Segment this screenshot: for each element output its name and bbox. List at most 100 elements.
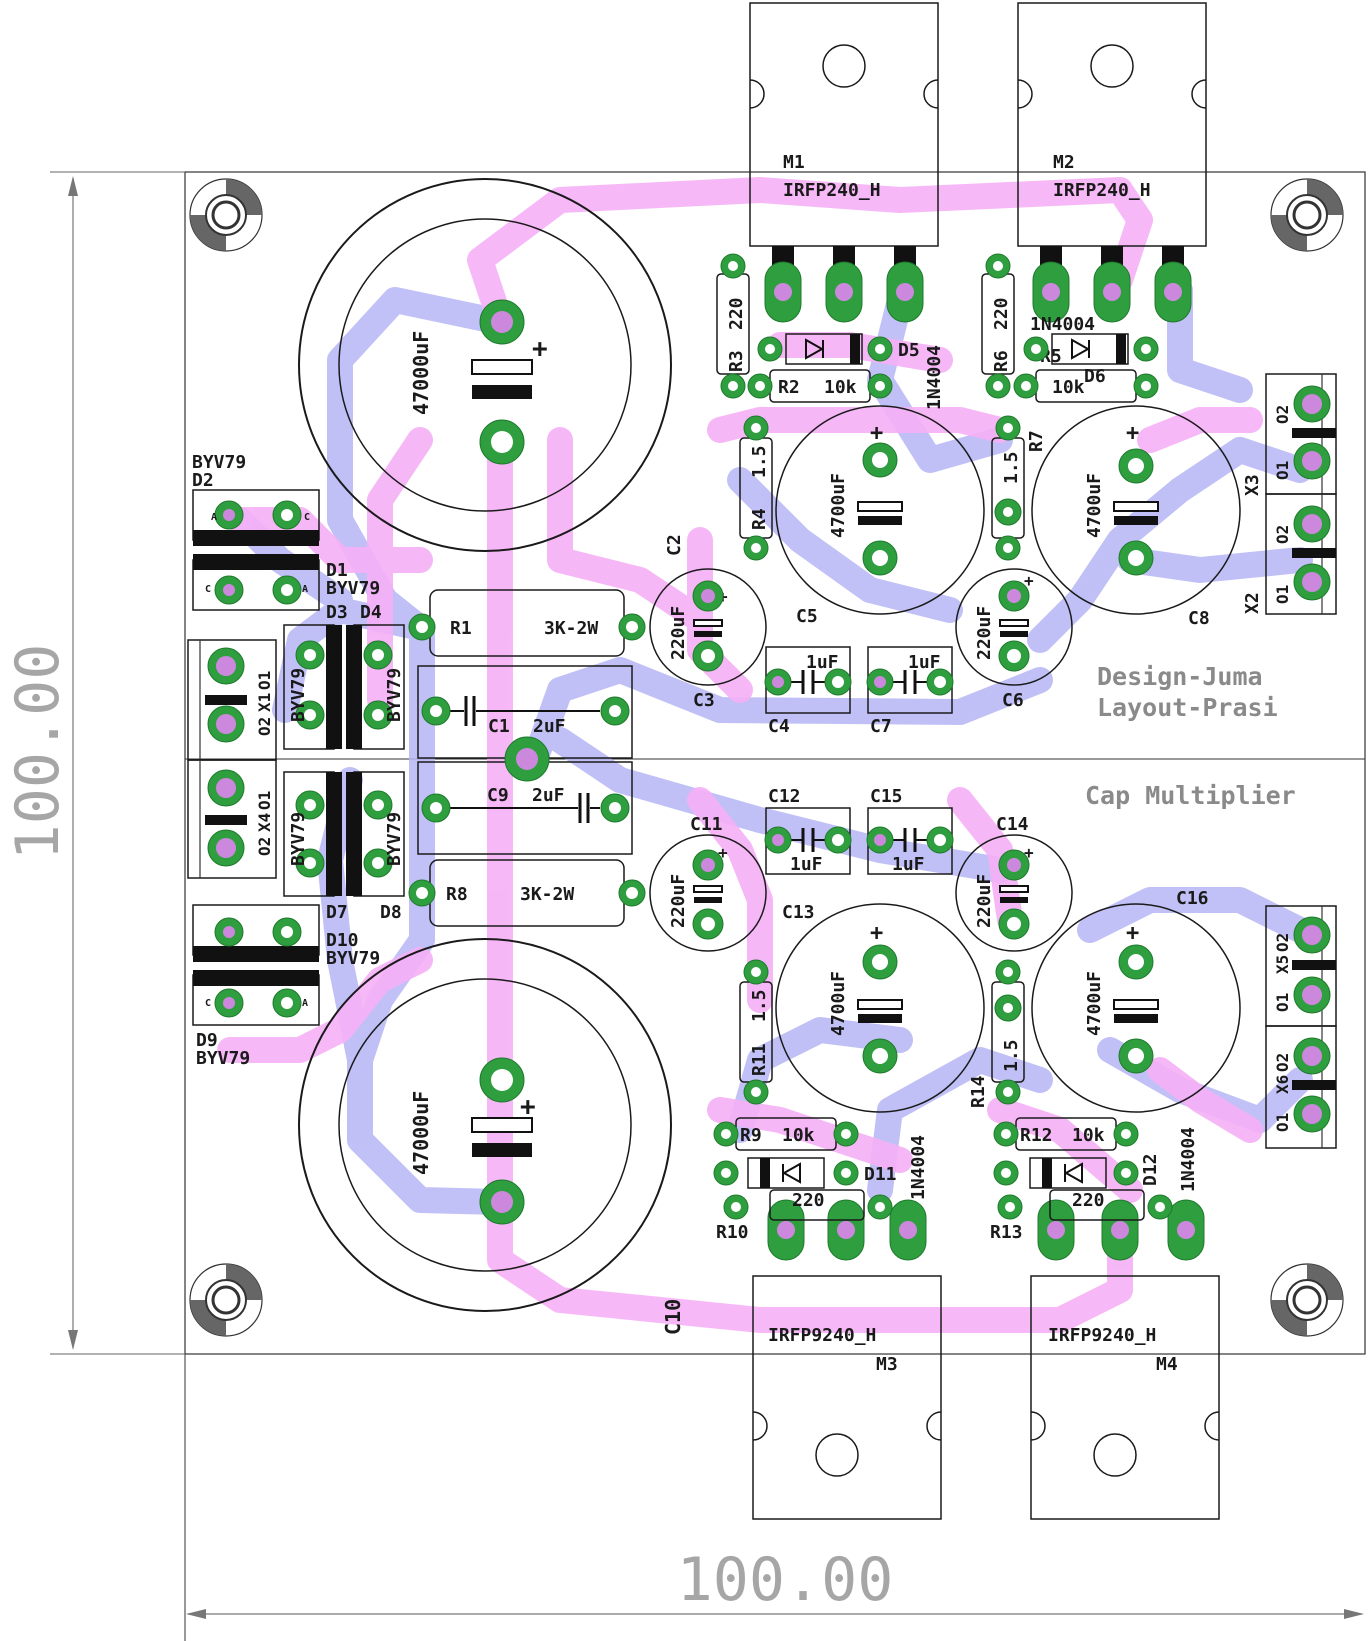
capacitor-c5-polarity: +	[870, 421, 883, 446]
resistor-r4-value: 1.5	[749, 445, 770, 478]
mounting-hole-bottom-left	[189, 1263, 263, 1337]
mosfet-m3-ref: M3	[876, 1354, 898, 1375]
rectifier-d3-value: BYV79	[288, 668, 309, 722]
resistor-r9-value: 10k	[782, 1125, 815, 1146]
mounting-hole-top-left	[189, 178, 263, 252]
horizontal-dimension: 100.00	[186, 1545, 1364, 1619]
connector-x4: O1 X4 O2	[187, 759, 277, 879]
resistor-r11: 1.5 R11	[739, 959, 773, 1105]
capacitor-c1-value: 2uF	[533, 716, 566, 737]
connector-x2: O2 O1 X2	[1242, 493, 1337, 615]
diode-d12: D12 1N4004	[993, 1127, 1199, 1192]
diode-d11-value: 1N4004	[908, 1135, 929, 1200]
capacitor-c13-value: 4700uF	[828, 971, 849, 1036]
mosfet-m1-value: IRFP240_H	[783, 180, 881, 201]
rectifier-d7-ref: D7	[326, 902, 348, 923]
connector-x1-ref: X1	[255, 693, 274, 712]
capacitor-c4: 1uF C4	[764, 646, 852, 737]
capacitor-c13-polarity: +	[870, 921, 883, 946]
capacitor-c7-value: 1uF	[908, 652, 941, 673]
connector-x5-pin2: O2	[1273, 933, 1292, 952]
capacitor-c7: 1uF C7	[866, 646, 954, 737]
capacitor-c16-polarity: +	[1126, 921, 1139, 946]
resistor-r7: 1.5 R7	[991, 415, 1047, 561]
connector-x6: O2 X6 O1	[1265, 1025, 1337, 1149]
capacitor-c13-ref: C13	[782, 902, 815, 923]
connector-x2-ref: X2	[1242, 592, 1263, 614]
resistor-r8: R8 3K-2W	[408, 859, 646, 927]
diode-d12-ref: D12	[1140, 1153, 1161, 1186]
connector-x5-pin1: O1	[1273, 993, 1292, 1012]
connector-x3-pin2: O2	[1273, 405, 1292, 424]
capacitor-c12-ref: C12	[768, 786, 801, 807]
capacitor-c16-ref: C16	[1176, 888, 1209, 909]
big-capacitor-top: + 47000uF	[298, 178, 672, 552]
rectifier-d1: C A D1 BYV79	[192, 554, 380, 611]
connector-x5: O2 X5 O1	[1265, 905, 1337, 1027]
capacitor-c6-polarity: +	[1024, 571, 1034, 590]
resistor-r13: 220 R13	[990, 1189, 1173, 1243]
rectifier-d10-ref: D10	[326, 930, 359, 951]
resistor-r14-value: 1.5	[1001, 1039, 1022, 1072]
capacitor-c6-value: 220uF	[974, 606, 995, 660]
diode-d5-value: 1N4004	[924, 345, 945, 410]
mosfet-m2-ref: M2	[1053, 152, 1075, 173]
rectifier-d10-value: BYV79	[326, 948, 380, 969]
resistor-r10-value: 220	[792, 1190, 825, 1211]
rectifier-d9: C A D9 BYV79	[192, 970, 320, 1069]
resistor-r6: R6 220	[981, 253, 1015, 399]
note-title: Cap Multiplier	[1085, 781, 1296, 810]
capacitor-c8-value: 4700uF	[1084, 473, 1105, 538]
resistor-r7-value: 1.5	[1001, 451, 1022, 484]
rectifier-d1-ref: D1	[326, 560, 348, 581]
rectifier-d7-value: BYV79	[288, 812, 309, 866]
connector-x4-pin1: O1	[255, 791, 274, 810]
capacitor-c14-ref: C14	[996, 814, 1029, 835]
rectifier-d2-ref: D2	[192, 470, 214, 491]
top-layer-traces	[217, 177, 1263, 1333]
big-capacitor-bottom: + 47000uF C10	[298, 938, 685, 1335]
capacitor-c15-value: 1uF	[892, 854, 925, 875]
resistor-r11-value: 1.5	[749, 989, 770, 1022]
resistor-r3-ref: R3	[726, 350, 747, 372]
resistor-r8-value: 3K-2W	[520, 884, 574, 905]
diode-d5: D5 1N4004	[757, 333, 945, 410]
big-capacitor-bottom-ref: C10	[661, 1299, 685, 1335]
resistor-r2-value: 10k	[824, 377, 857, 398]
capacitor-c1-ref: C1	[488, 716, 510, 737]
resistor-r10: 220 R10	[716, 1189, 893, 1243]
diode-d5-ref: D5	[898, 340, 920, 361]
diode-d6-ref: D6	[1084, 366, 1106, 387]
resistor-r12: R12 10k	[993, 1117, 1139, 1151]
capacitor-c5-value: 4700uF	[828, 473, 849, 538]
resistor-r7-ref: R7	[1026, 430, 1047, 452]
rectifier-d8-ref: D8	[380, 902, 402, 923]
rectifier-d9-pin-a: A	[302, 998, 308, 1009]
rectifier-d2-value: BYV79	[192, 452, 246, 473]
big-capacitor-bottom-value: 47000uF	[409, 1091, 433, 1175]
capacitor-c5-ref: C5	[796, 606, 818, 627]
capacitor-c11: + 220uF C11	[649, 814, 767, 952]
capacitor-c2-ref: C2	[664, 534, 685, 556]
capacitor-c14-polarity: +	[1024, 843, 1034, 862]
diode-d6: 1N4004 D6	[1023, 314, 1159, 387]
capacitor-c8-ref: C8	[1188, 608, 1210, 629]
rectifier-d3: BYV79 D3	[283, 602, 348, 750]
rectifier-d1-value: BYV79	[326, 578, 380, 599]
mosfet-m4: IRFP9240_H M4	[1030, 1199, 1220, 1520]
rectifier-d9-value: BYV79	[196, 1048, 250, 1069]
resistor-r5: R5 10k	[1013, 346, 1159, 403]
capacitor-c5: + 4700uF C5	[775, 405, 985, 627]
rectifier-d9-pin-c: C	[205, 998, 211, 1009]
rectifier-d2-pin-a: A	[211, 512, 217, 523]
connector-x1: O1 X1 O2	[187, 639, 277, 761]
rectifier-d4-ref: D4	[360, 602, 382, 623]
diode-d11-ref: D11	[864, 1164, 897, 1185]
resistor-r9: R9 10k	[713, 1117, 859, 1151]
resistor-r4: 1.5 R4	[739, 415, 773, 561]
resistor-r6-value: 220	[991, 297, 1012, 330]
rectifier-d2: A C BYV79 D2	[192, 452, 320, 546]
connector-x1-pin2: O2	[255, 717, 274, 736]
capacitor-c16: + 4700uF C16	[1031, 888, 1241, 1113]
mosfet-m1-ref: M1	[783, 152, 805, 173]
